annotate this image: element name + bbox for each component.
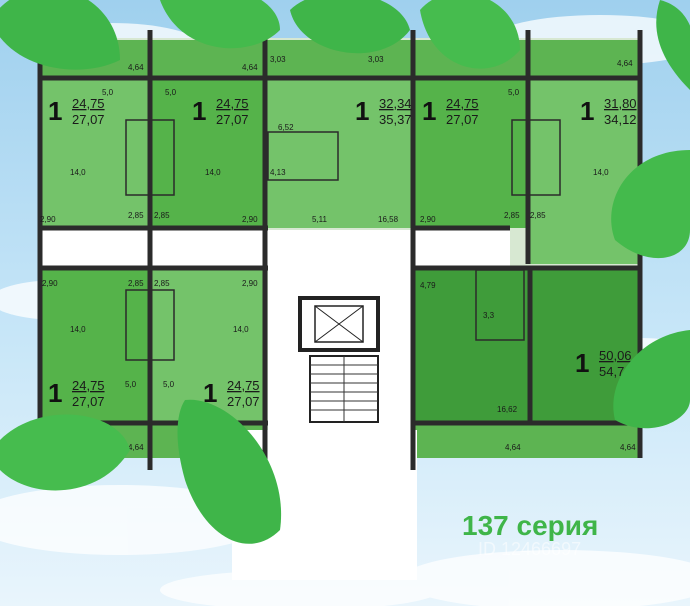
dimension-label: 2,90 xyxy=(420,215,436,224)
dimension-label: 2,85 xyxy=(154,211,170,220)
dimension-label: 5,0 xyxy=(125,380,137,389)
room-count: 1 xyxy=(355,96,369,126)
dimension-label: 5,0 xyxy=(163,380,175,389)
leaf-shape xyxy=(177,399,282,544)
dimension-label: 5,0 xyxy=(102,88,114,97)
room-count: 1 xyxy=(48,378,62,408)
apartment-2 xyxy=(150,78,265,228)
dimension-label: 14,0 xyxy=(70,168,86,177)
total-area: 27,07 xyxy=(72,394,105,409)
living-area: 32,34 xyxy=(379,96,412,111)
room-count: 1 xyxy=(580,96,594,126)
total-area: 27,07 xyxy=(72,112,105,127)
dimension-label: 4,64 xyxy=(620,443,636,452)
total-area: 27,07 xyxy=(227,394,260,409)
dimension-label: 2,85 xyxy=(154,279,170,288)
apartment-4 xyxy=(413,78,528,228)
staircase xyxy=(309,355,379,423)
dimension-label: 2,85 xyxy=(128,279,144,288)
living-area: 24,75 xyxy=(72,96,105,111)
dimension-label: 14,0 xyxy=(70,325,86,334)
dimension-label: 16,58 xyxy=(378,215,399,224)
dimension-label: 5,0 xyxy=(165,88,177,97)
bathrooms xyxy=(125,119,561,361)
dimension-label: 5,11 xyxy=(312,215,328,224)
dimension-label: 5,0 xyxy=(508,88,520,97)
watermark-text: ID 12466697 xyxy=(478,539,581,559)
room-count: 1 xyxy=(422,96,436,126)
dimension-label: 6,52 xyxy=(278,123,294,132)
room-count: 1 xyxy=(48,96,62,126)
decorative-leaves xyxy=(0,0,690,544)
total-area: 35,37 xyxy=(379,112,412,127)
living-area: 31,80 xyxy=(604,96,637,111)
dimension-label: 4,13 xyxy=(270,168,286,177)
dimension-label: 14,0 xyxy=(205,168,221,177)
apartments-layer xyxy=(40,78,640,423)
dimension-label: 4,64 xyxy=(128,443,144,452)
dimension-label: 2,85 xyxy=(530,211,546,220)
apartment-1 xyxy=(40,78,150,228)
leaf-shape xyxy=(656,0,690,90)
room-count: 1 xyxy=(575,348,589,378)
series-title: 137 серия xyxy=(462,510,598,541)
dimension-label: 3,03 xyxy=(270,55,286,64)
dimension-label: 14,0 xyxy=(233,325,249,334)
dimension-label: 4,64 xyxy=(128,63,144,72)
dimension-label: 4,64 xyxy=(617,59,633,68)
apartment-3 xyxy=(265,78,413,228)
living-area: 24,75 xyxy=(227,378,260,393)
leaf-shape xyxy=(613,330,690,429)
dimension-label: 2,90 xyxy=(242,279,258,288)
apartment-6 xyxy=(40,268,150,423)
dimension-label: 3,3 xyxy=(483,311,495,320)
leaf-shape xyxy=(290,0,410,54)
leaf-shape xyxy=(0,0,120,70)
dimension-label: 4,79 xyxy=(420,281,436,290)
apartment-8 xyxy=(413,268,640,423)
dimension-label: 2,90 xyxy=(242,215,258,224)
total-area: 27,07 xyxy=(216,112,249,127)
dimension-label: 14,0 xyxy=(593,168,609,177)
dimension-label: 2,90 xyxy=(40,215,56,224)
dimension-label: 2,90 xyxy=(42,279,58,288)
dimension-label: 3,03 xyxy=(368,55,384,64)
dimension-label: 16,62 xyxy=(497,405,518,414)
dimension-label: 2,85 xyxy=(128,211,144,220)
total-area: 27,07 xyxy=(446,112,479,127)
living-area: 24,75 xyxy=(72,378,105,393)
dimension-label: 4,64 xyxy=(505,443,521,452)
living-area: 24,75 xyxy=(446,96,479,111)
dimension-label: 2,85 xyxy=(504,211,520,220)
apartment-7 xyxy=(150,268,265,423)
leaf-shape xyxy=(0,414,130,491)
living-area: 50,06 xyxy=(599,348,632,363)
elevator-shaft xyxy=(298,296,380,352)
dimension-label: 4,64 xyxy=(242,63,258,72)
room-count: 1 xyxy=(203,378,217,408)
leaf-shape xyxy=(160,0,280,49)
leaf-shape xyxy=(611,150,690,259)
leaf-shape xyxy=(420,0,520,69)
total-area: 34,12 xyxy=(604,112,637,127)
room-count: 1 xyxy=(192,96,206,126)
living-area: 24,75 xyxy=(216,96,249,111)
